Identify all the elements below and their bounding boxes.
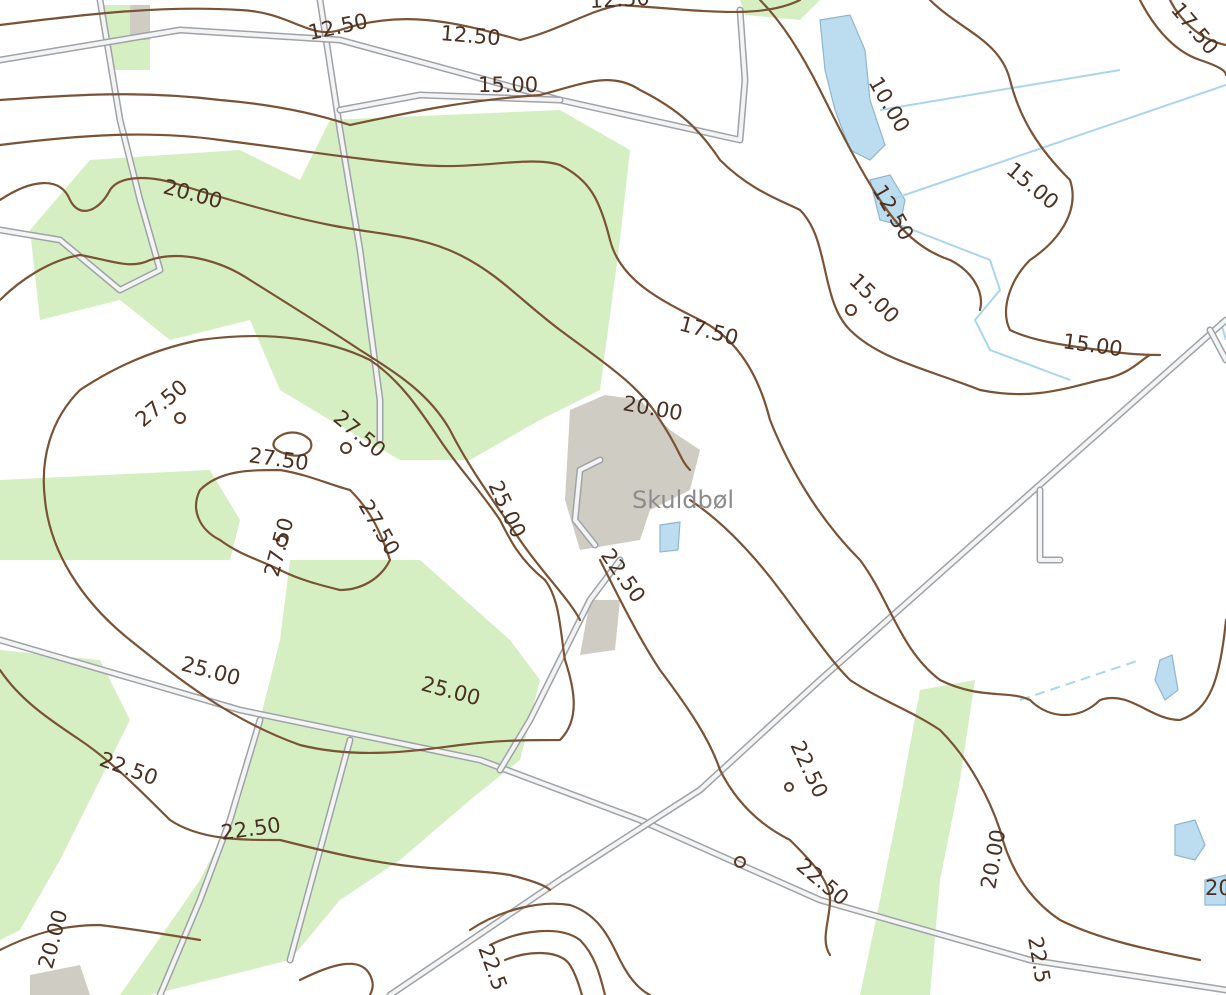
contour-label: 15.00 <box>1061 329 1124 361</box>
forest-area <box>30 110 630 460</box>
contour-label: 22.50 <box>785 737 832 802</box>
spot-height-marker <box>845 304 857 316</box>
contour-label: 17.50 <box>1166 0 1223 59</box>
road <box>158 718 262 995</box>
road <box>388 318 1226 995</box>
spot-heights <box>174 304 857 868</box>
settlement-block <box>580 600 620 655</box>
contour-label: 20.00 <box>976 827 1010 890</box>
stream <box>889 84 1226 201</box>
spot-height-marker <box>276 535 288 547</box>
road <box>0 0 162 292</box>
forest-area <box>0 470 240 560</box>
road <box>1038 488 1062 562</box>
stream <box>879 69 1121 111</box>
contour-line <box>0 923 202 952</box>
pond <box>1174 819 1206 861</box>
contour-label: 15.00 <box>1002 157 1063 214</box>
contour-label: 12.50 <box>589 0 650 13</box>
contour-label: 20.00 <box>34 907 73 971</box>
forest-area <box>860 680 975 995</box>
settlement-block <box>565 395 700 550</box>
settlement-block <box>30 965 90 995</box>
forest-area <box>0 650 130 940</box>
contour-line <box>42 334 575 755</box>
contour-line <box>758 0 983 312</box>
contour-line <box>468 902 652 995</box>
pond <box>659 521 681 553</box>
contour-line <box>618 0 802 14</box>
contour-line <box>0 133 1226 722</box>
contour-line <box>0 253 582 622</box>
pond <box>1154 654 1179 701</box>
settlement-areas <box>30 5 700 995</box>
spot-height-marker <box>174 412 186 424</box>
stream <box>1019 659 1141 701</box>
contour-label: 27.50 <box>131 375 192 432</box>
contour-label: 15.00 <box>844 269 903 328</box>
stream <box>899 224 1071 381</box>
road <box>318 0 382 442</box>
contour-label: 25.00 <box>483 477 530 542</box>
settlement-block <box>130 5 150 40</box>
contour-label: 20 <box>1205 876 1226 900</box>
road <box>0 638 1226 992</box>
contour-label: 12.50 <box>868 181 919 245</box>
lake <box>819 14 886 161</box>
pond <box>869 174 906 226</box>
contour-label: 22.5 <box>1023 935 1055 985</box>
forest-area <box>740 0 820 20</box>
contour-line <box>0 176 692 472</box>
contour-label: 17.50 <box>677 312 741 351</box>
contour-line <box>298 962 374 995</box>
contour-label: 22.5 <box>473 942 512 994</box>
place-name-label: Skuldbøl <box>632 486 734 514</box>
contour-label: 22.50 <box>96 747 161 790</box>
road <box>338 93 562 112</box>
road <box>498 558 622 772</box>
road <box>573 458 602 547</box>
contour-line <box>928 0 1162 357</box>
contour-line <box>0 3 622 42</box>
contour-line <box>0 79 1152 396</box>
pond <box>1204 874 1226 906</box>
contour-line <box>195 468 392 592</box>
spot-height-marker <box>340 442 352 454</box>
contour-label: 12.50 <box>440 21 502 50</box>
contour-line <box>488 929 607 995</box>
contour-line <box>1168 0 1226 47</box>
contour-line <box>1138 0 1226 77</box>
road <box>1036 486 1064 564</box>
forest-area <box>120 560 540 995</box>
contour-line <box>0 668 552 892</box>
contour-line <box>503 951 584 995</box>
water-features <box>659 14 1226 906</box>
contour-label: 27.50 <box>354 496 405 560</box>
contour-line <box>272 431 313 457</box>
spot-height-marker <box>784 782 794 792</box>
contour-line <box>598 558 832 957</box>
contour-line <box>688 498 1202 962</box>
forest-areas <box>0 0 975 995</box>
contour-label: 15.00 <box>478 73 538 97</box>
spot-height-marker <box>734 856 746 868</box>
streams <box>879 69 1226 701</box>
road <box>1208 328 1226 362</box>
